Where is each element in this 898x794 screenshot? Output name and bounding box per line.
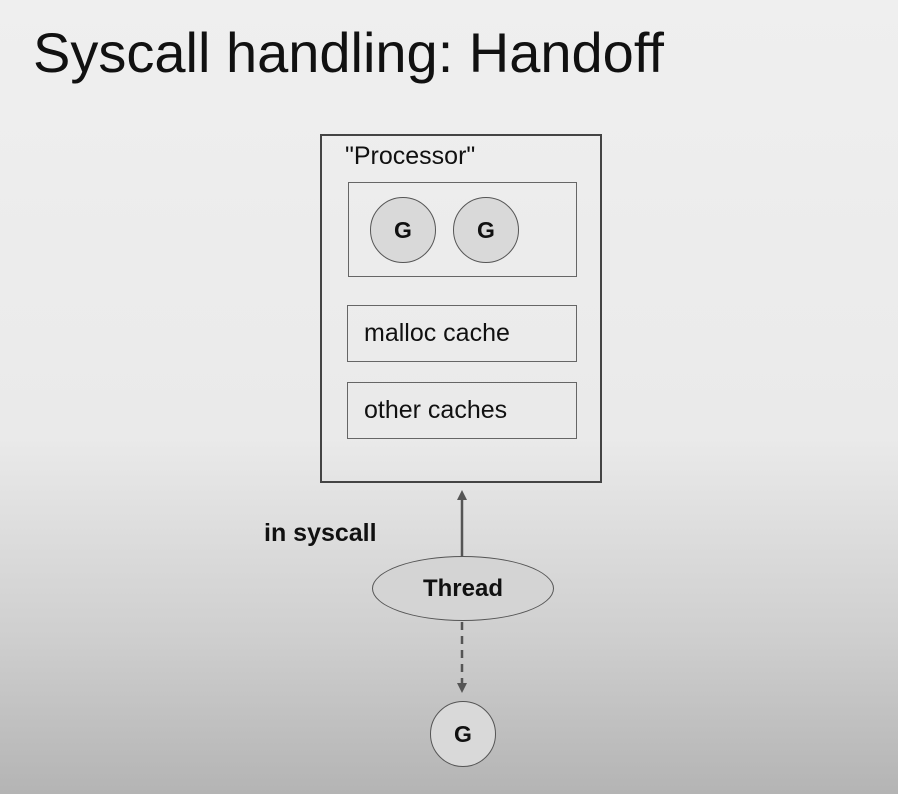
processor-label: "Processor" xyxy=(345,142,476,170)
goroutine-node: G xyxy=(370,197,436,263)
processor-box xyxy=(320,134,602,483)
slide-title: Syscall handling: Handoff xyxy=(33,21,664,84)
thread-node: Thread xyxy=(372,556,554,621)
in-syscall-label: in syscall xyxy=(264,519,377,547)
detached-goroutine-node: G xyxy=(430,701,496,767)
goroutine-node: G xyxy=(453,197,519,263)
other-caches-box: other caches xyxy=(347,382,577,439)
goroutine-queue xyxy=(348,182,577,277)
malloc-cache-box: malloc cache xyxy=(347,305,577,362)
